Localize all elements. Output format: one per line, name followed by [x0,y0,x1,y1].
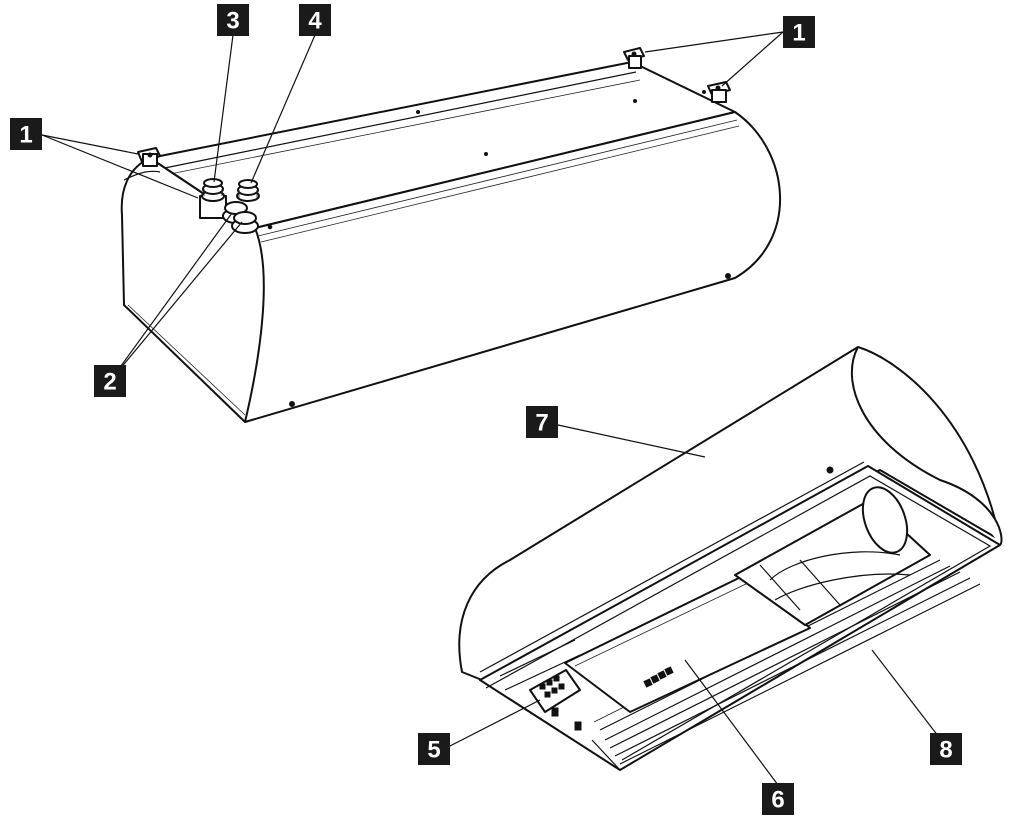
mounting-bracket-left [137,147,161,167]
callout-2-label: 2 [103,369,116,396]
upper-unit-housing [120,61,781,423]
fan-assembly [734,466,931,626]
terminal-block-5 [529,669,582,731]
callout-4-label: 4 [308,8,322,35]
callout-3: 3 [217,4,249,36]
callout-3-label: 3 [226,8,239,35]
callout-7: 7 [526,406,558,438]
callout-8: 8 [930,733,962,765]
callout-1-right-label: 1 [792,20,805,47]
callout-1-left-label: 1 [19,122,32,149]
cable-gland-4 [236,179,260,202]
callout-7-label: 7 [535,410,548,437]
callout-1-right: 1 [783,16,815,48]
mounting-bracket-right-front [707,81,731,103]
cable-gland-3 [199,178,227,219]
connector-2 [222,201,273,234]
control-panel-6 [499,574,811,713]
callout-2: 2 [94,365,126,397]
callout-5: 5 [418,733,450,765]
callout-1-left: 1 [10,118,42,150]
callout-4: 4 [299,4,331,36]
callout-8-label: 8 [939,737,952,764]
callout-6-label: 6 [771,787,784,814]
callout-5-label: 5 [427,737,440,764]
callout-6: 6 [762,783,794,815]
leader-lines [41,31,946,786]
mounting-bracket-right-rear [623,47,645,69]
